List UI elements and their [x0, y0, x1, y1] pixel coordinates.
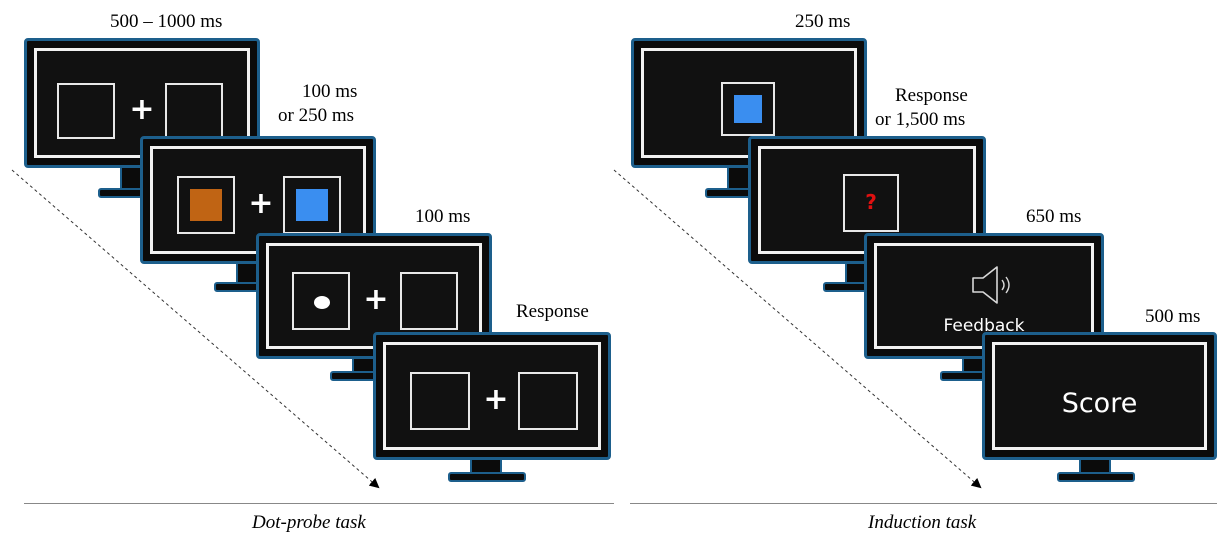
fixation-cross: + [129, 92, 155, 127]
question-mark: ? [865, 190, 877, 214]
left-frame [410, 372, 470, 430]
center-frame: ? [843, 174, 899, 232]
timing-label-probe: 100 ms [415, 206, 471, 227]
left-frame [177, 176, 235, 234]
timing-label-response: Response [516, 301, 589, 322]
right-frame [518, 372, 578, 430]
fixation-cross: + [363, 282, 389, 317]
left-frame [292, 272, 350, 330]
monitor-response: + [373, 332, 611, 487]
timing-label-response-2: or 1,500 ms [875, 109, 966, 130]
speaker-icon [972, 266, 1010, 304]
monitor-score: Score [982, 332, 1217, 487]
monitor-foot [448, 472, 526, 482]
monitor-bezel: Score [982, 332, 1217, 460]
score-label: Score [1061, 388, 1138, 419]
divider-left [24, 503, 614, 504]
monitor-bezel: + [373, 332, 611, 460]
monitor-screen: Score [992, 342, 1207, 450]
caption-dot-probe: Dot-probe task [252, 512, 366, 533]
caption-induction: Induction task [868, 512, 977, 533]
fixation-cross: + [483, 382, 509, 417]
monitor-screen: + [266, 243, 482, 349]
probe-dot [314, 296, 330, 309]
timing-label-cue-2: or 250 ms [278, 105, 354, 126]
center-frame [721, 82, 775, 136]
right-frame [400, 272, 458, 330]
monitor-screen: + [383, 342, 601, 450]
right-frame [283, 176, 341, 234]
divider-right [630, 503, 1217, 504]
timing-label-cue-1: 100 ms [302, 81, 358, 102]
timing-label-feedback: 650 ms [1026, 206, 1082, 227]
orange-square [190, 189, 222, 221]
left-frame [57, 83, 115, 139]
timing-label-stimulus: 250 ms [795, 11, 851, 32]
timing-label-response-1: Response [895, 85, 968, 106]
feedback-label: Feedback [943, 316, 1025, 336]
blue-square [734, 95, 762, 123]
monitor-foot [1057, 472, 1135, 482]
fixation-cross: + [248, 186, 274, 221]
monitor-screen: Feedback [874, 243, 1094, 349]
timing-label-fixation: 500 – 1000 ms [110, 11, 223, 32]
blue-square [296, 189, 328, 221]
timing-label-score: 500 ms [1145, 306, 1201, 327]
